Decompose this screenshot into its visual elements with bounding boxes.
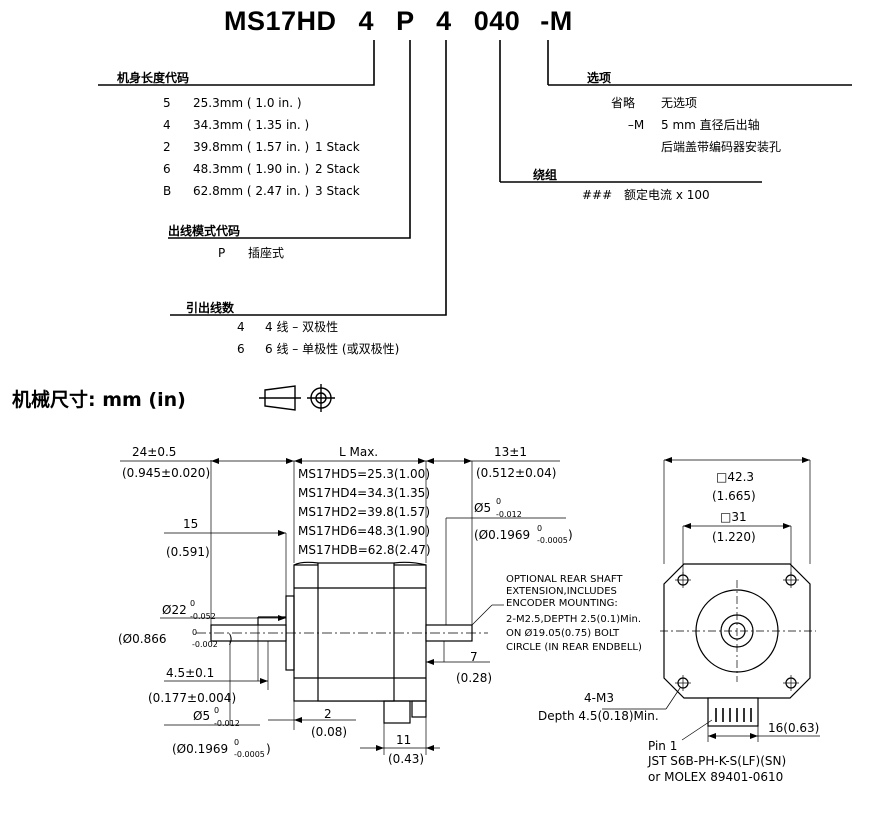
model-outlet-code: P [396, 6, 415, 36]
tapped-holes-label: 4-M3 [584, 691, 614, 705]
winding-header: 绕组 [533, 168, 558, 182]
list-item: 省略无选项 [611, 96, 698, 110]
svg-text:): ) [568, 528, 573, 542]
outlet-code-header: 出线模式代码 [168, 224, 241, 238]
rear-note-line: ON Ø19.05(0.75) BOLT [506, 627, 620, 639]
svg-text:-0.012: -0.012 [496, 510, 522, 519]
dim-7: 7 [470, 650, 478, 664]
dim-front-length: 24±0.5 [132, 445, 176, 459]
svg-text:0: 0 [190, 599, 195, 608]
dim-flat: 4.5±0.1 [166, 666, 214, 680]
rear-note-line: OPTIONAL REAR SHAFT [506, 574, 623, 585]
svg-text:-0.0005: -0.0005 [537, 536, 568, 545]
svg-text:): ) [266, 742, 271, 756]
model-code: MS17HD 4 P 4 040 -M [224, 6, 573, 37]
dim-11: 11 [396, 733, 411, 747]
model-option-code: -M [540, 6, 573, 36]
dimensions-title: 机械尺寸: mm (in) [12, 389, 186, 411]
connector-part-1: JST S6B-PH-K-S(LF)(SN) [647, 754, 786, 768]
svg-text:0: 0 [192, 628, 197, 637]
projection-cone-icon [259, 385, 301, 411]
svg-text:0: 0 [537, 524, 542, 533]
dim-rear-shaft-dia-in: (Ø0.1969 [474, 528, 530, 542]
svg-text:-0.012: -0.012 [214, 719, 240, 728]
length-variant: MS17HD2=39.8(1.57) [298, 505, 430, 519]
dim-flange: □42.3 [716, 470, 754, 484]
dim-body-length: L Max. [339, 445, 378, 459]
length-variant: MS17HD5=25.3(1.00) [298, 467, 430, 481]
dim-15: 15 [183, 517, 198, 531]
svg-text:-0.0005: -0.0005 [234, 750, 265, 759]
model-length-code: 4 [358, 6, 375, 36]
length-variant: MS17HDB=62.8(2.47) [298, 543, 431, 557]
svg-text:0: 0 [214, 706, 219, 715]
dim-front-shaft: Ø5 [193, 709, 210, 723]
dim-rear-shaft: 13±1 [494, 445, 527, 459]
length-variant: MS17HD6=48.3(1.90) [298, 524, 430, 538]
projection-symbols [259, 384, 335, 412]
side-view-drawing: 24±0.5 (0.945±0.020) L Max. 13±1 (0.512±… [118, 445, 642, 766]
length-variant: MS17HD4=34.3(1.35) [298, 486, 430, 500]
rear-note-line: EXTENSION,INCLUDES [506, 586, 617, 597]
list-item: 后端盖带编码器安装孔 [661, 140, 782, 154]
dim-2: 2 [324, 707, 332, 721]
svg-text:-0.002: -0.002 [192, 640, 218, 649]
rear-note-line: CIRCLE (IN REAR ENDBELL) [506, 642, 642, 653]
dim-flat-in: (0.177±0.004) [148, 691, 236, 705]
dim-rear-shaft-dia: Ø5 [474, 501, 491, 515]
projection-circle-icon [307, 384, 335, 412]
connector-part-2: or MOLEX 89401-0610 [648, 770, 783, 784]
dim-bolt-square-in: (1.220) [712, 530, 756, 544]
dim-boss-in: (Ø0.866 [118, 632, 166, 646]
dim-connector: 16(0.63) [768, 721, 819, 735]
svg-text:0: 0 [234, 738, 239, 747]
dim-rear-shaft-in: (0.512±0.04) [476, 466, 557, 480]
svg-text:): ) [228, 632, 233, 646]
dim-boss: Ø22 [162, 603, 187, 617]
lead-count-header: 引出线数 [186, 301, 235, 315]
model-leader-lines [98, 40, 852, 316]
winding-row: ###额定电流 x 100 [582, 188, 710, 202]
tapped-holes-depth: Depth 4.5(0.18)Min. [538, 709, 659, 723]
dim-11-in: (0.43) [388, 752, 424, 766]
rear-note-line: 2-M2.5,DEPTH 2.5(0.1)Min. [506, 614, 641, 625]
model-winding-code: 040 [473, 6, 521, 36]
dim-2-in: (0.08) [311, 725, 347, 739]
pin1-label: Pin 1 [648, 739, 677, 753]
dim-front-shaft-in: (Ø0.1969 [172, 742, 228, 756]
dim-7-in: (0.28) [456, 671, 492, 685]
model-lead-code: 4 [436, 6, 452, 36]
front-view-drawing: □42.3 (1.665) □31 (1.220) 4-M3 Depth 4.5… [538, 457, 820, 784]
length-code-header: 机身长度代码 [117, 71, 190, 85]
options-header: 选项 [587, 71, 612, 85]
dim-front-length-in: (0.945±0.020) [122, 466, 210, 480]
rear-note-line: ENCODER MOUNTING: [506, 598, 618, 609]
dim-bolt-square: □31 [720, 510, 747, 524]
dim-flange-in: (1.665) [712, 489, 756, 503]
dim-15-in: (0.591) [166, 545, 210, 559]
svg-text:-0.052: -0.052 [190, 612, 216, 621]
svg-text:0: 0 [496, 497, 501, 506]
model-series: MS17HD [224, 6, 337, 36]
